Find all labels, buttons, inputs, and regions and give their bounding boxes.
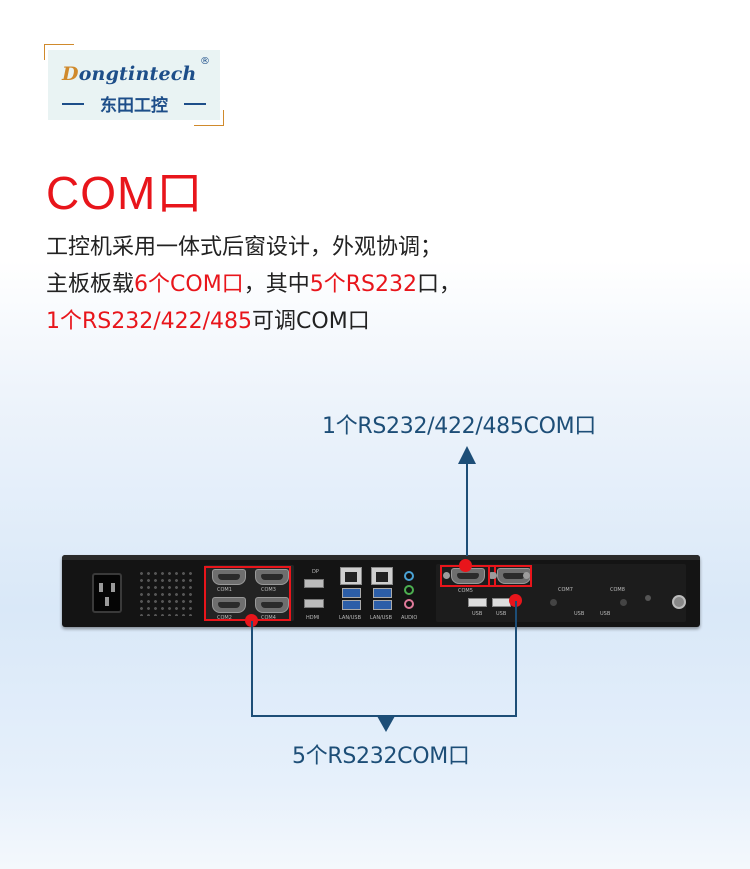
lan-port-1-icon [340, 567, 362, 585]
up-arrow-icon [458, 446, 476, 464]
ground-screw-icon [672, 595, 686, 609]
audio-line-in-icon [404, 571, 414, 581]
screw-icon [645, 595, 651, 601]
screw-icon [523, 572, 530, 579]
logo-rule [62, 102, 84, 105]
callout-rs232-422-485: 1个RS232/422/485COM口 [322, 414, 597, 439]
lan-usb-label-2: LAN/USB [370, 615, 393, 621]
section-title: COM口 [46, 167, 204, 219]
usb3-port-icon [373, 600, 392, 610]
description-line-1: 工控机采用一体式后窗设计，外观协调； [46, 235, 443, 260]
callout-rs232: 5个RS232COM口 [292, 744, 470, 769]
fan-vent-icon [138, 570, 192, 616]
logo-rule [184, 102, 206, 105]
logo-brand-text: Dongtintech [62, 63, 197, 85]
usb-label-1: USB [472, 611, 483, 617]
audio-label: AUDIO [401, 615, 418, 621]
power-socket-icon [92, 573, 122, 613]
com2-label: COM2 [217, 615, 232, 621]
screw-icon [550, 599, 557, 606]
com1-port-icon [212, 569, 246, 585]
com3-port-icon [255, 569, 289, 585]
screw-icon [490, 572, 497, 579]
audio-mic-icon [404, 599, 414, 609]
com8-label: COM8 [610, 587, 625, 593]
usb3-port-icon [373, 588, 392, 598]
com1-4-highlight-box [204, 566, 291, 621]
hdmi-port-icon [304, 599, 324, 608]
screw-icon [443, 572, 450, 579]
com2-port-icon [212, 597, 246, 613]
hdmi-label: HDMI [306, 615, 320, 621]
com6-marker-dot [459, 559, 472, 572]
com5-label: COM5 [458, 588, 473, 594]
description: 工控机采用一体式后窗设计，外观协调； 主板板载6个COM口，其中5个RS232口… [46, 229, 706, 340]
logo-chinese-name: 东田工控 [62, 91, 206, 116]
com6-highlight-box [488, 565, 532, 587]
logo-corner-decoration [194, 110, 224, 126]
down-arrow-icon [377, 716, 395, 732]
usb-port-icon [468, 598, 487, 607]
screw-icon [620, 599, 627, 606]
description-line-2: 主板板载6个COM口，其中5个RS232口， [46, 272, 461, 297]
usb-label-4: USB [600, 611, 611, 617]
lan-port-2-icon [371, 567, 393, 585]
usb3-port-icon [342, 588, 361, 598]
usb-label-2: USB [496, 611, 507, 617]
logo-corner-decoration [44, 44, 74, 60]
dp-label: DP [312, 569, 319, 575]
audio-line-out-icon [404, 585, 414, 595]
usb3-port-icon [342, 600, 361, 610]
com1-label: COM1 [217, 587, 232, 593]
description-line-3: 1个RS232/422/485可调COM口 [46, 309, 370, 334]
lan-usb-label-1: LAN/USB [339, 615, 362, 621]
com7-label: COM7 [558, 587, 573, 593]
company-logo: Dongtintech ® 东田工控 [44, 44, 224, 126]
chassis-lip [62, 555, 700, 560]
chassis-rear-panel: COM1 COM3 COM2 COM4 DP HDMI LAN/USB LAN/… [62, 555, 700, 627]
dp-port-icon [304, 579, 324, 588]
usb-label-3: USB [574, 611, 585, 617]
com5-marker-dot [509, 594, 522, 607]
registered-mark: ® [200, 56, 210, 67]
com2-4-marker-dot [245, 614, 258, 627]
com3-label: COM3 [261, 587, 276, 593]
